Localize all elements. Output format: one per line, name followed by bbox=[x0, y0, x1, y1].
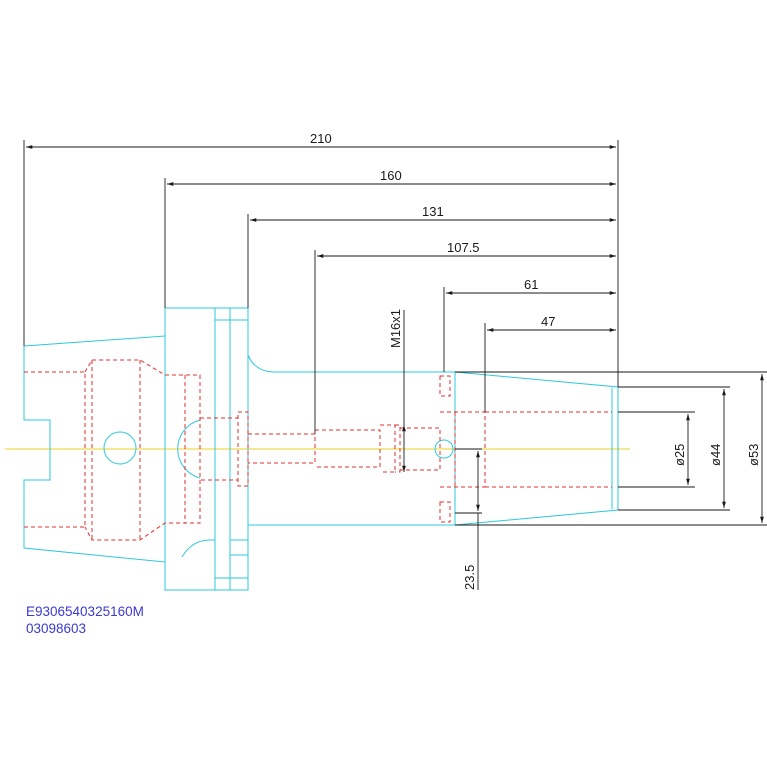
part-code: 03098603 bbox=[26, 621, 86, 636]
dim-thread: M16x1 bbox=[388, 309, 403, 348]
dim-107-5: 107.5 bbox=[447, 240, 480, 255]
dim-dia44: ø44 bbox=[708, 444, 723, 466]
dim-dia25: ø25 bbox=[672, 444, 687, 466]
hidden-lines bbox=[24, 359, 612, 541]
dimension-lines bbox=[23, 140, 767, 590]
dim-47: 47 bbox=[541, 314, 555, 329]
dim-23-5: 23.5 bbox=[462, 565, 477, 590]
part-number: E9306540325160M bbox=[26, 604, 144, 619]
dim-dia53: ø53 bbox=[746, 444, 761, 466]
dim-131: 131 bbox=[422, 204, 444, 219]
dim-160: 160 bbox=[380, 168, 402, 183]
holder-outline bbox=[23, 307, 619, 591]
dim-61: 61 bbox=[524, 277, 538, 292]
dim-210: 210 bbox=[310, 131, 332, 146]
